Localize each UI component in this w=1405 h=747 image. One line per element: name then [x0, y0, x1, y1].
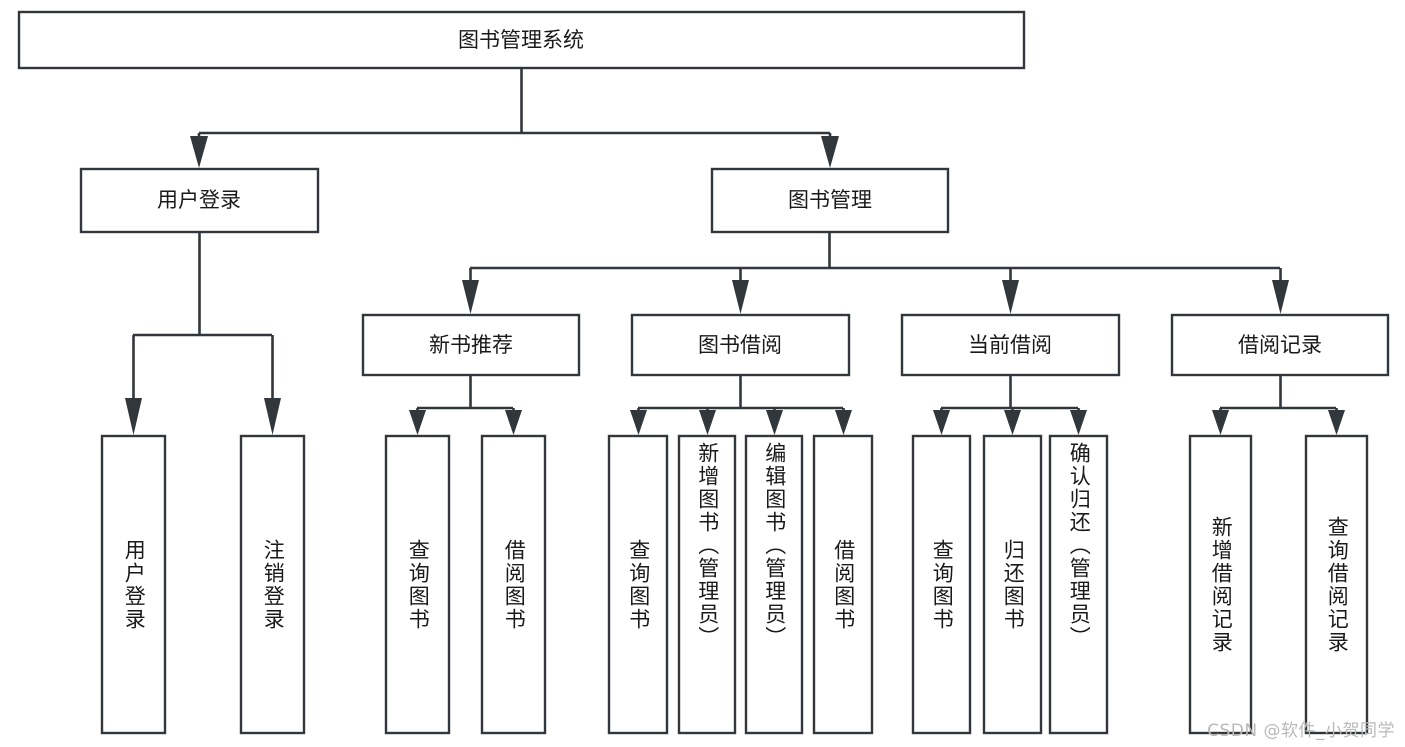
node-label-new-book-rec: 新书推荐 [429, 333, 513, 357]
node-box-book-manage[interactable] [710, 167, 950, 234]
arrow-head-user-login-do [125, 398, 142, 435]
node-box-user-logout[interactable] [239, 434, 306, 735]
connectors-group [125, 68, 1345, 435]
arrow-head-borrow-record [1272, 280, 1289, 314]
arrow-head-cb-confirm-return [1070, 410, 1087, 435]
arrow-head-bb-add-book [699, 410, 716, 435]
node-box-root[interactable] [17, 10, 1026, 70]
arrow-head-br-add-record [1212, 410, 1229, 435]
arrow-head-bb-query-book [630, 410, 647, 435]
node-box-nbr-borrow-book[interactable] [480, 434, 547, 735]
node-box-cb-query-book[interactable] [911, 434, 972, 735]
arrow-head-user-logout [264, 398, 281, 435]
node-label-root: 图书管理系统 [458, 28, 584, 52]
node-box-br-query-record[interactable] [1304, 434, 1369, 735]
arrow-head-book-manage [821, 136, 839, 168]
node-box-borrow-record[interactable] [1170, 313, 1390, 377]
node-box-nbr-query-book[interactable] [384, 434, 451, 735]
arrow-head-nbr-borrow-book [505, 410, 522, 435]
node-label-user-login: 用户登录 [157, 188, 241, 212]
arrow-head-current-borrow [1002, 280, 1019, 314]
node-box-br-add-record[interactable] [1188, 434, 1253, 735]
node-label-borrow-record: 借阅记录 [1238, 333, 1322, 357]
arrow-head-bb-borrow-book [835, 410, 852, 435]
node-label-book-manage: 图书管理 [788, 188, 872, 212]
node-box-user-login[interactable] [79, 167, 320, 234]
arrow-head-new-book-rec [462, 280, 479, 314]
arrow-head-bb-edit-book [766, 410, 783, 435]
node-box-bb-edit-book[interactable] [744, 434, 804, 735]
node-box-current-borrow[interactable] [900, 313, 1121, 377]
arrow-head-book-borrow [732, 280, 749, 314]
node-label-current-borrow: 当前借阅 [968, 333, 1052, 357]
node-box-cb-return-book[interactable] [982, 434, 1043, 735]
arrow-head-cb-query-book [933, 410, 950, 435]
arrow-head-br-query-record [1328, 410, 1345, 435]
node-box-user-login-do[interactable] [100, 434, 167, 735]
node-box-cb-confirm-return[interactable] [1048, 434, 1109, 735]
node-box-bb-query-book[interactable] [607, 434, 669, 735]
csdn-watermark: CSDN @软件_小贺同学 [1207, 721, 1395, 741]
nodes-group: 图书管理系统 用户登录 图书管理 新书推荐 图书借阅 当前借阅 借阅记录 [17, 10, 1390, 735]
arrow-head-nbr-query-book [409, 410, 426, 435]
node-label-book-borrow: 图书借阅 [698, 333, 782, 357]
node-box-bb-add-book[interactable] [677, 434, 737, 735]
arrow-head-cb-return-book [1004, 410, 1021, 435]
node-box-new-book-rec[interactable] [361, 313, 581, 377]
arrow-head-user-login [190, 136, 208, 168]
node-box-bb-borrow-book[interactable] [812, 434, 874, 735]
node-box-book-borrow[interactable] [630, 313, 851, 377]
